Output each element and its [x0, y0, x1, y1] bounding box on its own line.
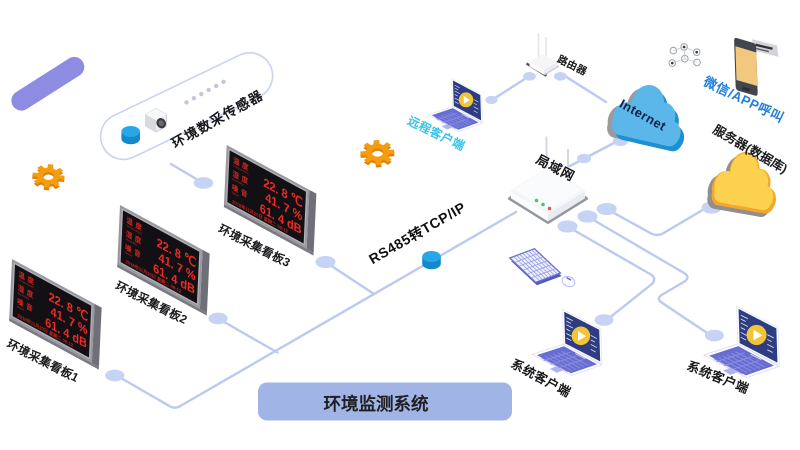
svg-text:环境监测系统: 环境监测系统	[324, 394, 429, 414]
